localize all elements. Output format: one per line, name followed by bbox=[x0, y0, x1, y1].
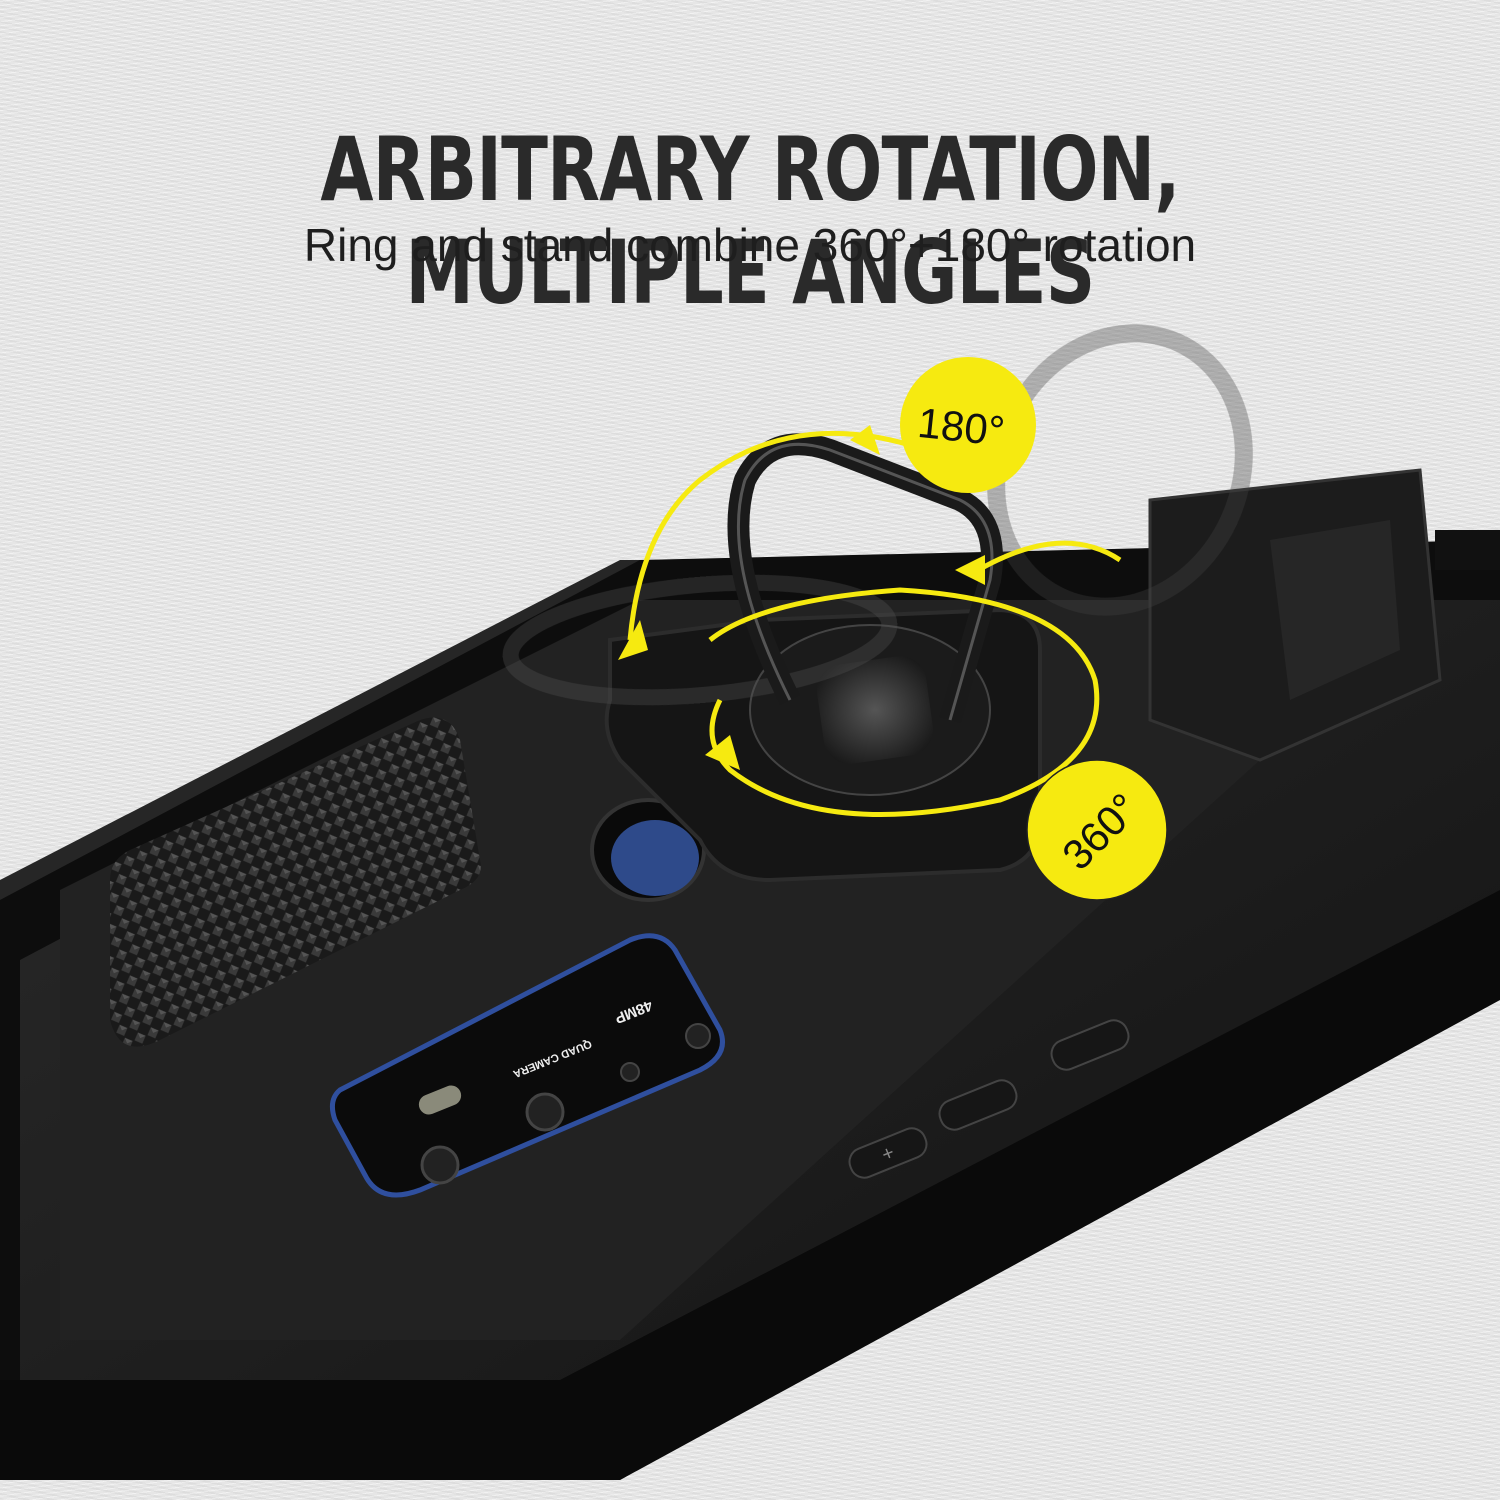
arrowheads bbox=[618, 425, 985, 770]
badge-180: 180° bbox=[900, 357, 1036, 493]
volume-down-button bbox=[938, 1079, 1018, 1131]
camera-lens-icon bbox=[685, 1023, 711, 1049]
side-buttons: + bbox=[848, 1019, 1130, 1179]
camera-lens-icon bbox=[525, 1092, 565, 1132]
arrow-head-icon bbox=[705, 735, 740, 770]
camera-lens-icon bbox=[420, 1145, 460, 1185]
flash-icon bbox=[418, 1085, 462, 1115]
badge-180-label: 180° bbox=[916, 399, 1007, 455]
arrow-head-icon bbox=[850, 425, 880, 455]
rotation-disc bbox=[816, 656, 934, 764]
grip-texture-panel bbox=[110, 717, 481, 1047]
arrow-head-icon bbox=[955, 555, 985, 585]
camera-module: 48MP QUAD CAMERA bbox=[329, 933, 725, 1198]
rotation-arrows bbox=[627, 430, 1122, 817]
ring-stand bbox=[727, 433, 1003, 724]
fingerprint-cutout bbox=[590, 798, 706, 902]
badge-360: 360° bbox=[1026, 759, 1168, 901]
camera-lens-icon bbox=[620, 1062, 640, 1082]
case-armour-detail bbox=[1148, 468, 1500, 762]
volume-up-button bbox=[848, 1127, 928, 1179]
power-button bbox=[1050, 1019, 1130, 1071]
headline: ARBITRARY ROTATION, MULTIPLE ANGLES bbox=[320, 118, 1180, 324]
arrow-head-icon bbox=[618, 620, 648, 660]
subheadline: Ring and stand combine 360°+180° rotatio… bbox=[303, 219, 1197, 271]
